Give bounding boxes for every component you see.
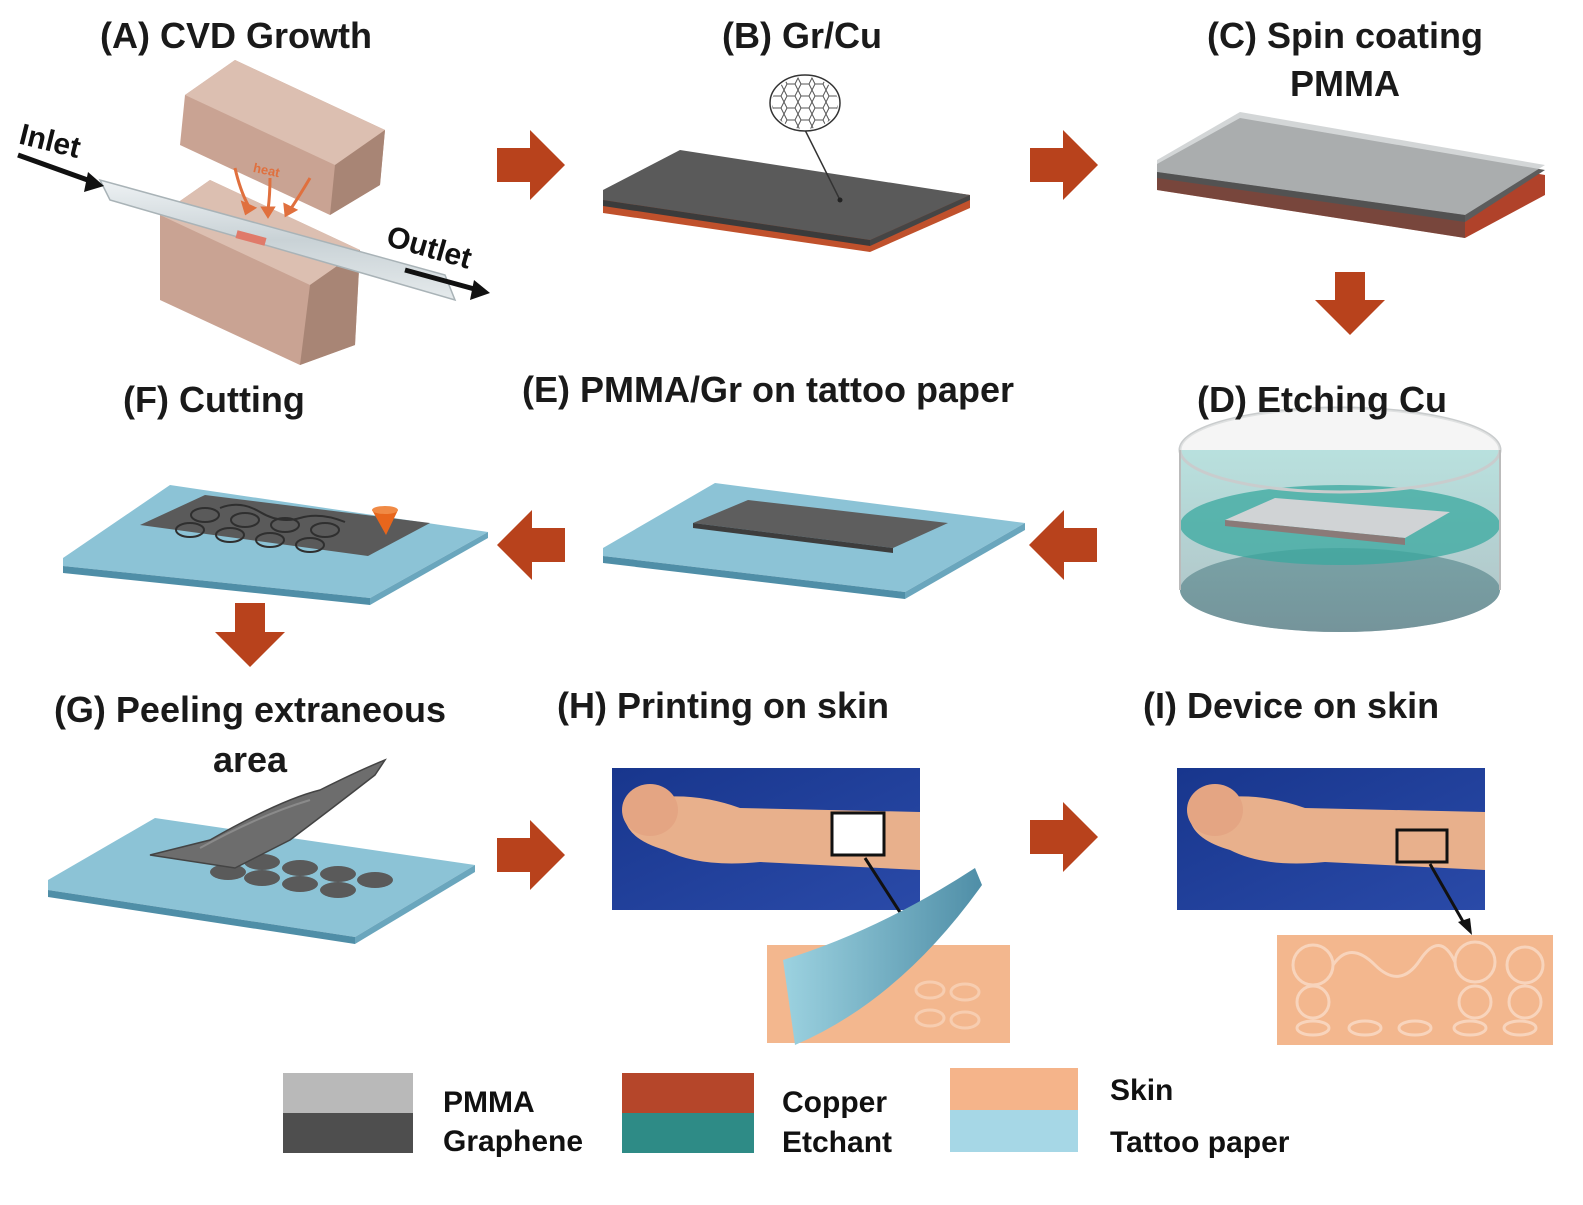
pmma-coated-stack-illustration	[1157, 112, 1545, 238]
arrow-e-to-f	[497, 510, 565, 580]
legend-label-pmma: PMMA	[443, 1086, 535, 1119]
cutter-blade	[372, 510, 398, 535]
title-h: (H) Printing on skin	[557, 685, 889, 726]
arrow-c-to-d	[1315, 272, 1385, 335]
forearm	[1190, 796, 1485, 870]
legend-swatch-etchant	[622, 1113, 754, 1153]
legend-label-skin: Skin	[1110, 1074, 1174, 1107]
title-g-line2: area	[212, 739, 288, 780]
floating-sample	[1225, 498, 1450, 538]
pmma-layer	[1157, 112, 1545, 215]
copper-foil-sample	[235, 230, 267, 246]
arrow-f-to-g	[215, 603, 285, 667]
inlet-arrowhead	[84, 172, 104, 192]
graphene-film	[140, 495, 430, 556]
zoom-arrow	[1428, 863, 1467, 926]
furnace-lid-side	[330, 130, 385, 215]
legend-swatch-skin	[950, 1068, 1078, 1110]
outlet-arrow	[404, 267, 479, 293]
graphene-layer	[603, 150, 970, 240]
graphene-device-pattern	[1291, 940, 1545, 1037]
zoom-leader	[804, 129, 841, 201]
printing-on-skin-illustration	[612, 768, 1010, 1045]
title-c-line1: (C) Spin coating	[1207, 15, 1483, 56]
peeled-film	[149, 758, 387, 869]
arrow-h-to-i	[1030, 802, 1098, 872]
title-b: (B) Gr/Cu	[722, 15, 882, 56]
cvd-furnace-illustration	[17, 60, 490, 365]
device-on-skin-illustration	[1177, 768, 1553, 1045]
peeling-illustration	[48, 758, 475, 944]
legend-swatch-pmma	[283, 1073, 413, 1113]
title-c-line2: PMMA	[1290, 63, 1400, 104]
outlet-arrowhead	[470, 280, 490, 300]
furnace-base-side	[300, 250, 360, 365]
tattoo-paper-curl	[783, 868, 982, 1045]
fist	[1187, 784, 1243, 836]
heat-arrows	[233, 167, 312, 219]
pmma-gr-film	[693, 500, 948, 548]
graphene-patterns	[210, 854, 393, 898]
arrow-d-to-e	[1029, 510, 1097, 580]
gr-cu-stack-illustration	[603, 74, 970, 252]
device-area-box	[1395, 828, 1449, 864]
legend-label-tattoo-paper: Tattoo paper	[1110, 1126, 1290, 1159]
inlet-arrow	[17, 152, 97, 186]
print-area-box	[830, 811, 886, 857]
arrow-b-to-c	[1030, 130, 1098, 200]
title-e: (E) PMMA/Gr on tattoo paper	[522, 369, 1014, 410]
title-d: (D) Etching Cu	[1197, 379, 1447, 420]
quartz-tube	[98, 178, 457, 302]
legend-swatch-graphene	[283, 1113, 413, 1153]
fist	[622, 784, 678, 836]
legend-label-graphene: Graphene	[443, 1125, 584, 1158]
title-i: (I) Device on skin	[1143, 685, 1440, 726]
arrow-g-to-h	[497, 820, 565, 890]
title-a: (A) CVD Growth	[100, 15, 372, 56]
legend-swatch-copper	[622, 1073, 754, 1113]
legend-swatch-tattoo-paper	[950, 1110, 1078, 1152]
tattoo-paper-transfer-illustration	[603, 483, 1025, 599]
furnace-lid-top	[185, 60, 385, 165]
arrow-a-to-b	[497, 130, 565, 200]
title-f: (F) Cutting	[123, 379, 305, 420]
legend-swatches	[283, 1068, 1078, 1153]
zoom-arrow	[863, 857, 907, 921]
title-g-line1: (G) Peeling extraneous	[53, 689, 447, 730]
cut-pattern	[175, 503, 346, 553]
legend-label-copper: Copper	[782, 1086, 887, 1119]
legend-label-etchant: Etchant	[782, 1126, 893, 1159]
flow-arrows	[215, 130, 1385, 890]
cutting-illustration	[63, 485, 488, 605]
etching-beaker-illustration	[1178, 406, 1502, 632]
